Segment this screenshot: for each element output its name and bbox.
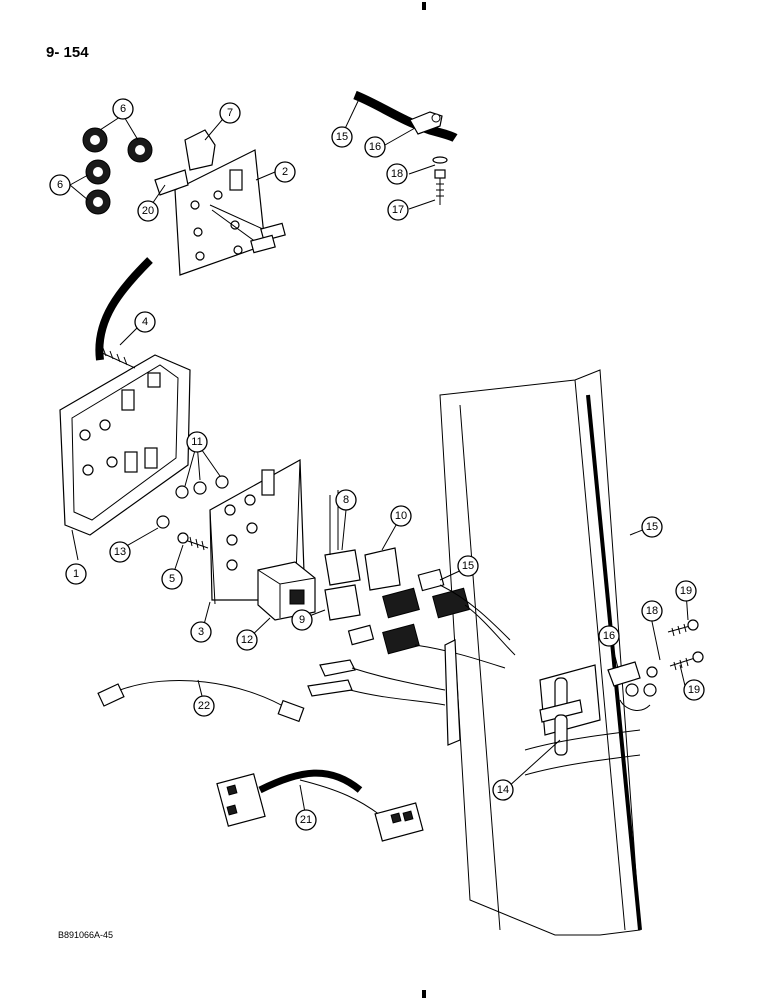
svg-text:9: 9 — [299, 614, 305, 626]
svg-text:1: 1 — [73, 568, 79, 580]
svg-text:7: 7 — [227, 107, 233, 119]
callout-3: 3 — [190, 621, 212, 643]
svg-text:14: 14 — [497, 784, 509, 796]
svg-text:12: 12 — [241, 634, 253, 646]
switch-panel — [154, 129, 286, 276]
callout-18-right: 18 — [641, 600, 663, 622]
reference-code: B891066A-45 — [58, 930, 114, 940]
registration-mark-bottom — [422, 990, 426, 998]
registration-mark-top — [422, 2, 426, 10]
svg-text:13: 13 — [114, 546, 126, 558]
nuts-and-screw — [156, 475, 229, 551]
callout-4: 4 — [134, 311, 156, 333]
right-fasteners — [607, 619, 704, 711]
svg-text:18: 18 — [646, 605, 658, 617]
callout-15-top: 15 — [331, 126, 353, 148]
relay — [257, 561, 316, 621]
callout-21: 21 — [295, 809, 317, 831]
svg-text:17: 17 — [392, 204, 404, 216]
callout-14: 14 — [492, 779, 514, 801]
callout-16-right: 16 — [598, 625, 620, 647]
callout-6-b: 6 — [49, 174, 71, 196]
svg-text:6: 6 — [120, 103, 126, 115]
jumper-wire — [97, 659, 446, 723]
wire-harness-top — [353, 90, 458, 142]
svg-text:8: 8 — [343, 494, 349, 506]
callout-20: 20 — [137, 200, 159, 222]
svg-text:15: 15 — [646, 521, 658, 533]
callout-15-mid: 15 — [457, 555, 479, 577]
enclosure-box — [59, 347, 191, 536]
svg-text:15: 15 — [462, 560, 474, 572]
svg-text:16: 16 — [603, 630, 615, 642]
callout-17: 17 — [387, 199, 409, 221]
svg-text:2: 2 — [282, 166, 288, 178]
svg-text:3: 3 — [198, 626, 204, 638]
callouts: 6 6 7 2 20 15 16 18 17 4 11 8 10 15 13 5… — [49, 98, 705, 831]
rocker-switches — [324, 490, 401, 621]
callout-19-a: 19 — [675, 580, 697, 602]
callout-12: 12 — [236, 629, 258, 651]
panel-harness — [95, 257, 153, 361]
callout-15-right: 15 — [641, 516, 663, 538]
svg-text:18: 18 — [391, 168, 403, 180]
svg-text:19: 19 — [680, 585, 692, 597]
svg-text:22: 22 — [198, 700, 210, 712]
screw-and-washer — [432, 156, 448, 205]
svg-text:20: 20 — [142, 205, 154, 217]
connector-blocks — [347, 568, 516, 669]
svg-text:21: 21 — [300, 814, 312, 826]
svg-text:5: 5 — [169, 573, 175, 585]
svg-text:16: 16 — [369, 141, 381, 153]
svg-text:4: 4 — [142, 316, 148, 328]
callout-7: 7 — [219, 102, 241, 124]
svg-text:10: 10 — [395, 510, 407, 522]
callout-10: 10 — [390, 505, 412, 527]
callout-19-b: 19 — [683, 679, 705, 701]
callout-22: 22 — [193, 695, 215, 717]
column-post — [439, 369, 642, 936]
svg-text:6: 6 — [57, 179, 63, 191]
svg-text:11: 11 — [191, 436, 202, 448]
knobs — [82, 127, 153, 215]
svg-text:15: 15 — [336, 131, 348, 143]
valve-plate — [444, 639, 641, 776]
harness-21 — [216, 769, 424, 842]
callout-18-top: 18 — [386, 163, 408, 185]
callout-11: 11 — [186, 431, 208, 453]
callout-1: 1 — [65, 563, 87, 585]
callout-8: 8 — [335, 489, 357, 511]
callout-2: 2 — [274, 161, 296, 183]
page-number: 9- 154 — [46, 44, 89, 61]
callout-5: 5 — [161, 568, 183, 590]
callout-16-top: 16 — [364, 136, 386, 158]
svg-text:19: 19 — [688, 684, 700, 696]
callout-9: 9 — [291, 609, 313, 631]
callout-13: 13 — [109, 541, 131, 563]
callout-6-a: 6 — [112, 98, 134, 120]
